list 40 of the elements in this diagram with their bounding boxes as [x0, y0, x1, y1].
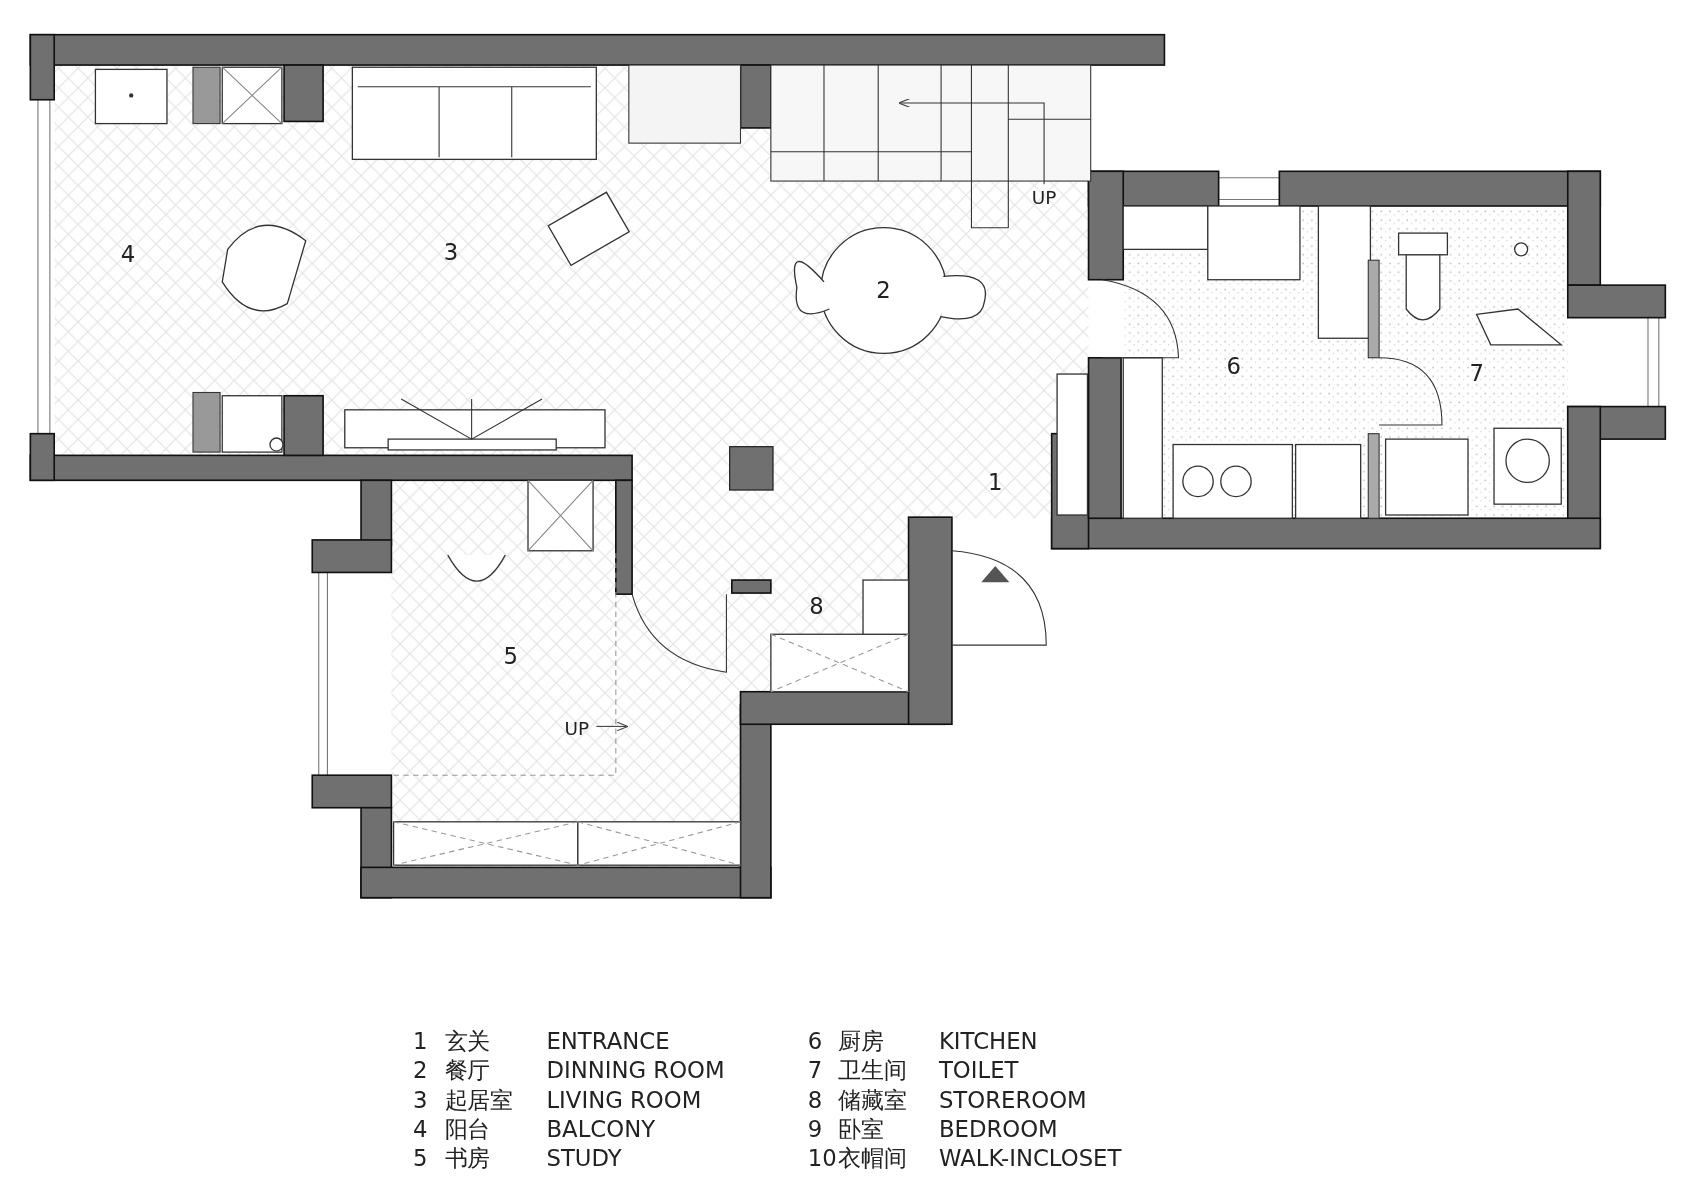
- legend-number: 1: [413, 1030, 428, 1054]
- room-number: 4: [120, 243, 136, 267]
- room-number: 1: [988, 471, 1003, 494]
- legend-number: 5: [413, 1147, 428, 1171]
- legend-english-name: STUDY: [546, 1147, 622, 1171]
- room-number: 8: [809, 595, 824, 619]
- legend-number: 2: [413, 1059, 428, 1083]
- legend-english-name: STOREROOM: [938, 1089, 1087, 1112]
- legend-chinese-name: 起居室: [444, 1089, 513, 1112]
- legend-number: 3: [413, 1089, 428, 1112]
- legend-chinese-name: 餐厅: [444, 1059, 491, 1083]
- legend-chinese-name: 储藏室: [838, 1089, 907, 1112]
- legend-english-name: LIVING ROOM: [546, 1089, 702, 1112]
- legend-chinese-name: 衣帽间: [838, 1147, 907, 1171]
- stair-direction-text: UP: [1031, 189, 1057, 208]
- legend-number: 7: [807, 1059, 823, 1083]
- legend-english-name: TOILET: [938, 1059, 1019, 1083]
- legend-english-name: BALCONY: [546, 1118, 656, 1142]
- legend-chinese-name: 卧室: [838, 1118, 884, 1142]
- room-number: 6: [1226, 355, 1242, 378]
- room-number: 3: [443, 241, 459, 264]
- legend-english-name: KITCHEN: [938, 1030, 1038, 1054]
- legend-number: 4: [413, 1118, 428, 1142]
- legend-number: 10: [807, 1147, 837, 1171]
- legend-chinese-name: 玄关: [444, 1030, 491, 1054]
- room-number: 5: [503, 645, 518, 669]
- legend-number: 8: [807, 1089, 823, 1112]
- legend-chinese-name: 卫生间: [838, 1059, 907, 1083]
- legend-number: 6: [807, 1030, 823, 1054]
- room-number: 7: [1469, 362, 1484, 386]
- stair-direction-text: UP: [564, 719, 590, 738]
- legend-number: 9: [807, 1118, 823, 1142]
- legend-english-name: ENTRANCE: [546, 1030, 670, 1054]
- legend-english-name: BEDROOM: [938, 1118, 1058, 1142]
- legend-chinese-name: 书房: [444, 1147, 491, 1171]
- legend-chinese-name: 阳台: [444, 1118, 491, 1142]
- legend-english-name: DINNING ROOM: [546, 1059, 725, 1083]
- legend-english-name: WALK-INCLOSET: [938, 1147, 1122, 1171]
- room-number: 2: [876, 279, 891, 302]
- legend-chinese-name: 厨房: [838, 1030, 884, 1054]
